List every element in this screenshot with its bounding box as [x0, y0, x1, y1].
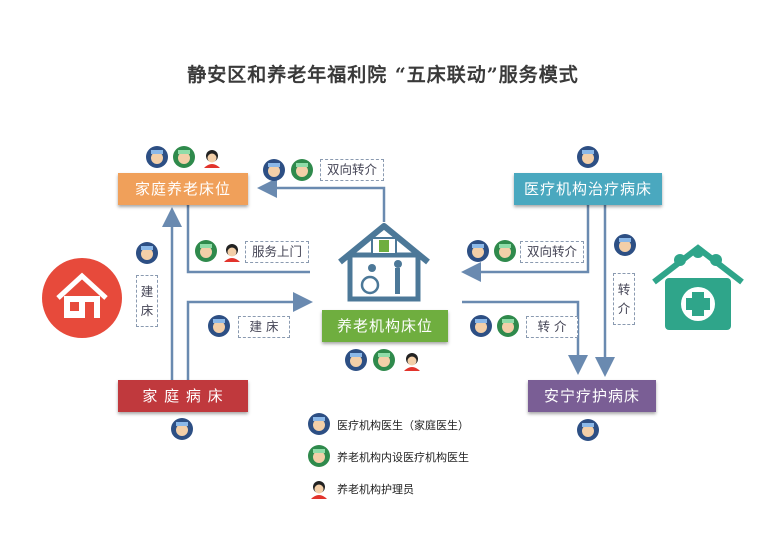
node-hospice-bed: 安宁疗护病床: [528, 380, 656, 412]
arrow-center-to-hospice: [462, 300, 588, 375]
legend-doctor-green-label: 养老机构内设医疗机构医生: [337, 451, 469, 464]
tag-referral-top-left: 双向转介: [320, 159, 384, 181]
tag-build-bed: 建 床: [238, 316, 290, 338]
nurse-icon: [401, 349, 423, 371]
home-circle-icon: [42, 258, 122, 338]
nursing-home-icon: [338, 223, 430, 302]
tag-build-vertical: 建 床: [136, 275, 158, 327]
tag-transfer-vertical: 转 介: [613, 273, 635, 325]
doctor-green-icon: [494, 240, 516, 262]
tag-transfer-vertical-char-1: 转: [617, 282, 631, 297]
diagram-title: 静安区和养老年福利院 “五床联动”服务模式: [187, 64, 579, 86]
tag-referral-right: 双向转介: [520, 241, 584, 263]
doctor-blue-icon: [345, 349, 367, 371]
doctor-green-icon: [173, 146, 195, 168]
legend-nurse-icon: [308, 477, 330, 499]
doctor-green-icon: [195, 240, 217, 262]
doctor-blue-icon: [171, 418, 193, 440]
doctor-blue-icon: [146, 146, 168, 168]
doctor-blue-icon: [263, 159, 285, 181]
doctor-green-icon: [373, 349, 395, 371]
doctor-green-icon: [291, 159, 313, 181]
legend-doctor-blue-label: 医疗机构医生（家庭医生）: [337, 419, 469, 432]
node-medical-bed: 医疗机构治疗病床: [514, 173, 662, 205]
tag-transfer-vertical-char-2: 介: [617, 301, 631, 316]
node-family-bed: 家庭养老床位: [118, 173, 248, 205]
legend-doctor-green-icon: [308, 445, 330, 467]
tag-transfer-right: 转 介: [526, 316, 578, 338]
arrow-medical-to-center: [461, 205, 590, 282]
doctor-green-icon: [497, 315, 519, 337]
hospital-icon: [652, 244, 744, 330]
legend-doctor-blue-icon: [308, 413, 330, 435]
doctor-blue-icon: [136, 242, 158, 264]
doctor-blue-icon: [470, 315, 492, 337]
tag-build-vertical-char-1: 建: [140, 284, 154, 299]
arrow-home-to-center: [186, 292, 313, 380]
doctor-blue-icon: [208, 315, 230, 337]
doctor-blue-icon: [614, 234, 636, 256]
doctor-blue-icon: [467, 240, 489, 262]
arrow-family-service: [186, 205, 310, 274]
node-home-bed: 家 庭 病 床: [118, 380, 248, 412]
arrow-center-to-family: [257, 178, 386, 222]
nurse-icon: [221, 240, 243, 262]
legend-nurse-label: 养老机构护理员: [337, 483, 414, 496]
doctor-blue-icon: [577, 419, 599, 441]
doctor-blue-icon: [577, 146, 599, 168]
nurse-icon: [201, 146, 223, 168]
tag-home-service: 服务上门: [245, 241, 309, 263]
tag-build-vertical-char-2: 床: [140, 303, 154, 318]
node-center-bed: 养老机构床位: [322, 310, 448, 342]
